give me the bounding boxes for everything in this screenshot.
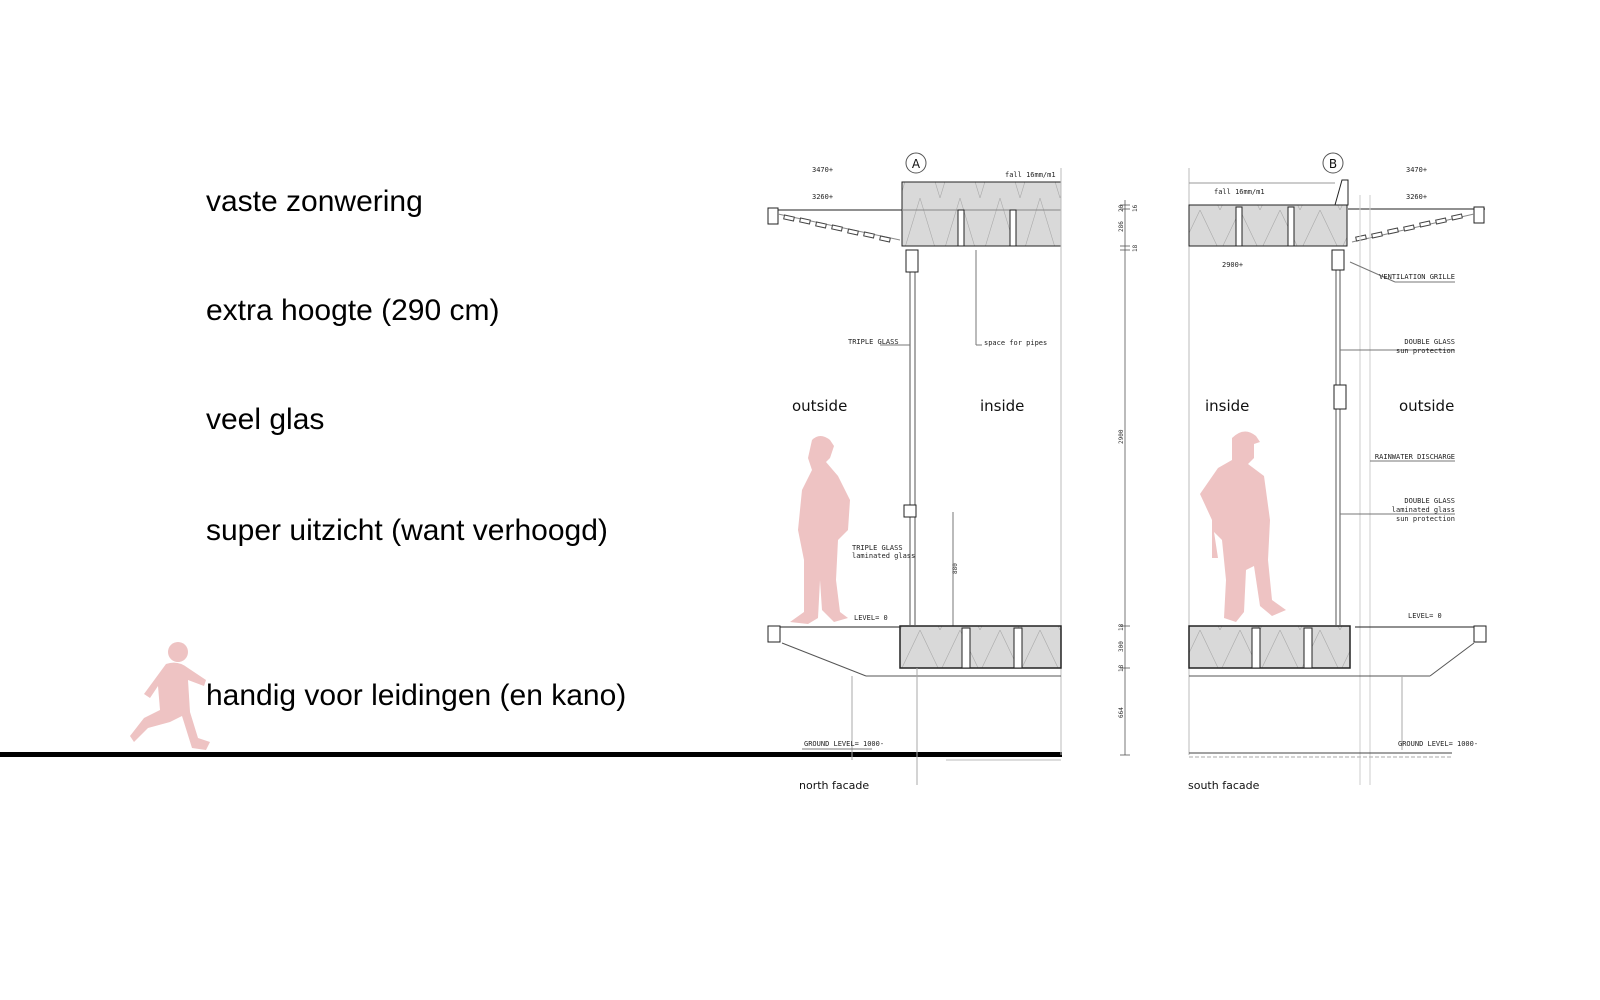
fall-label: fall 16mm/m1 xyxy=(1214,188,1265,196)
inside-label: inside xyxy=(980,397,1024,415)
annotation: laminated glass xyxy=(852,552,915,560)
level-label: 3470+ xyxy=(812,166,833,174)
annotation: space for pipes xyxy=(984,339,1047,347)
level-label: 2900+ xyxy=(1222,261,1243,269)
dimension: 18 xyxy=(1118,664,1125,672)
outside-label: outside xyxy=(792,397,847,415)
dimension-chain xyxy=(1120,200,1130,756)
annotation: sun protection xyxy=(1396,347,1455,355)
inside-label: inside xyxy=(1205,397,1249,415)
level-label: 3470+ xyxy=(1406,166,1427,174)
annotation: RAINWATER DISCHARGE xyxy=(1375,453,1455,461)
annotation: VENTILATION GRILLE xyxy=(1379,273,1455,281)
grid-marker-b: B xyxy=(1329,157,1337,171)
point-pipes-canoe: handig voor leidingen (en kano) xyxy=(206,679,627,712)
grid-marker-a: A xyxy=(912,157,921,171)
annotation: TRIPLE GLASS xyxy=(852,544,903,552)
level-label: 3260+ xyxy=(1406,193,1427,201)
level-label: GROUND LEVEL= 1000- xyxy=(1398,740,1478,748)
south-facade-caption: south facade xyxy=(1188,779,1260,792)
dimension: 20 xyxy=(1118,204,1125,212)
dimension: 300 xyxy=(1118,641,1125,652)
level-label: LEVEL= 0 xyxy=(1408,612,1442,620)
dimension: 18 xyxy=(1118,623,1125,631)
annotation: DOUBLE GLASS xyxy=(1404,338,1455,346)
dimension: 18 xyxy=(1132,244,1139,252)
fall-label: fall 16mm/m1 xyxy=(1005,171,1056,179)
man-worker-silhouette-icon xyxy=(1200,431,1286,622)
dimension: 286 xyxy=(1118,221,1125,232)
point-great-view: super uitzicht (want verhoogd) xyxy=(206,514,608,547)
dimension: 880 xyxy=(952,563,959,574)
point-much-glass: veel glas xyxy=(206,403,325,436)
point-sun-shading: vaste zonwering xyxy=(206,185,423,218)
north-facade-section xyxy=(767,152,1062,785)
dimension: 16 xyxy=(1132,204,1139,212)
level-label: GROUND LEVEL= 1000- xyxy=(804,740,884,748)
running-child-silhouette-icon xyxy=(130,642,210,750)
annotation: TRIPLE GLASS xyxy=(848,338,899,346)
ground-line xyxy=(0,752,1062,757)
woman-worker-silhouette-icon xyxy=(790,436,850,624)
north-facade-caption: north facade xyxy=(799,779,869,792)
dimension: 2900 xyxy=(1118,429,1125,444)
annotation: DOUBLE GLASS xyxy=(1404,497,1455,505)
point-extra-height: extra hoogte (290 cm) xyxy=(206,294,500,327)
level-label: 3260+ xyxy=(812,193,833,201)
annotation: laminated glass xyxy=(1392,506,1455,514)
level-label: LEVEL= 0 xyxy=(854,614,888,622)
south-facade-section xyxy=(1188,152,1487,785)
dimension: 664 xyxy=(1118,707,1125,718)
annotation: sun protection xyxy=(1396,515,1455,523)
outside-label: outside xyxy=(1399,397,1454,415)
